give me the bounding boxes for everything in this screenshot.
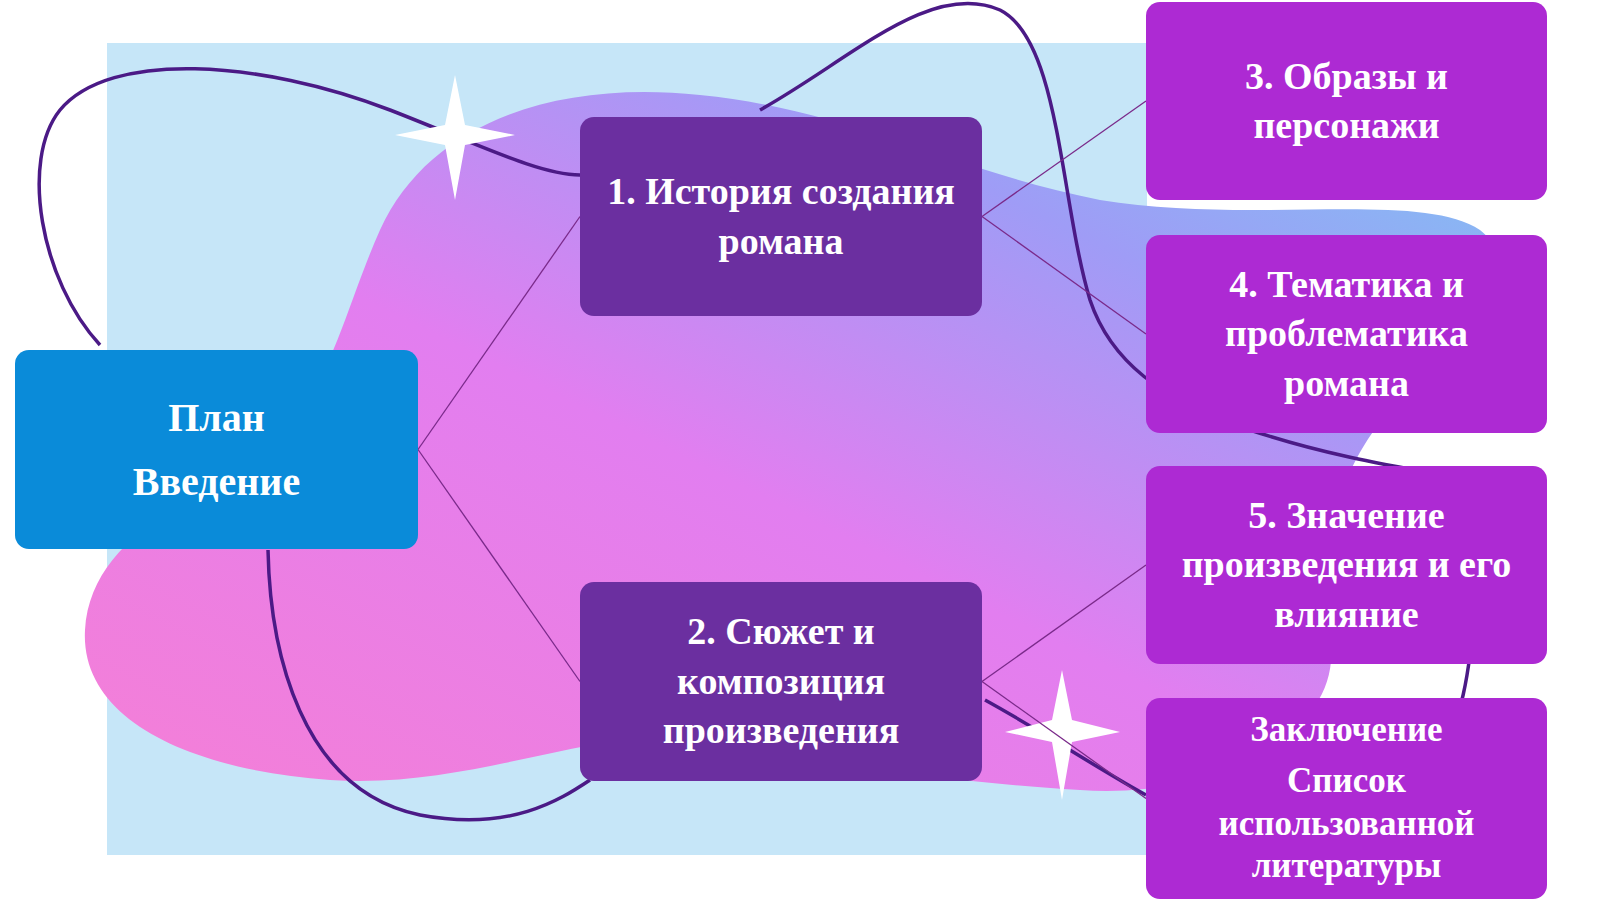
box-title: Заключение — [1250, 709, 1442, 752]
section-box: 1. История создания романа — [580, 117, 982, 316]
section-box: 3. Образы и персонажи — [1146, 2, 1547, 200]
connector-line — [418, 217, 580, 450]
box-title: План — [168, 386, 265, 450]
box-title: 3. Образы и персонажи — [1160, 52, 1533, 151]
box-text: Список использованной литературы — [1160, 760, 1533, 888]
connector-line — [418, 450, 580, 682]
section-box: 5. Значение произведения и его влияние — [1146, 466, 1547, 664]
sparkle-stars — [395, 75, 1120, 800]
connector-line — [982, 217, 1146, 335]
section-box: 4. Тематика и проблематика романа — [1146, 235, 1547, 433]
intro-box: ПланВведение — [15, 350, 418, 549]
box-title: 4. Тематика и проблематика романа — [1160, 260, 1533, 408]
conclusion-box: ЗаключениеСписок использованной литерату… — [1146, 698, 1547, 899]
connector-line — [982, 101, 1146, 217]
box-text: Введение — [133, 450, 300, 514]
box-title: 5. Значение произведения и его влияние — [1160, 491, 1533, 639]
box-title: 2. Сюжет и композиция произведения — [594, 607, 968, 755]
connector-line — [982, 682, 1146, 799]
box-title: 1. История создания романа — [594, 167, 968, 266]
connector-line — [982, 565, 1146, 682]
section-box: 2. Сюжет и композиция произведения — [580, 582, 982, 781]
